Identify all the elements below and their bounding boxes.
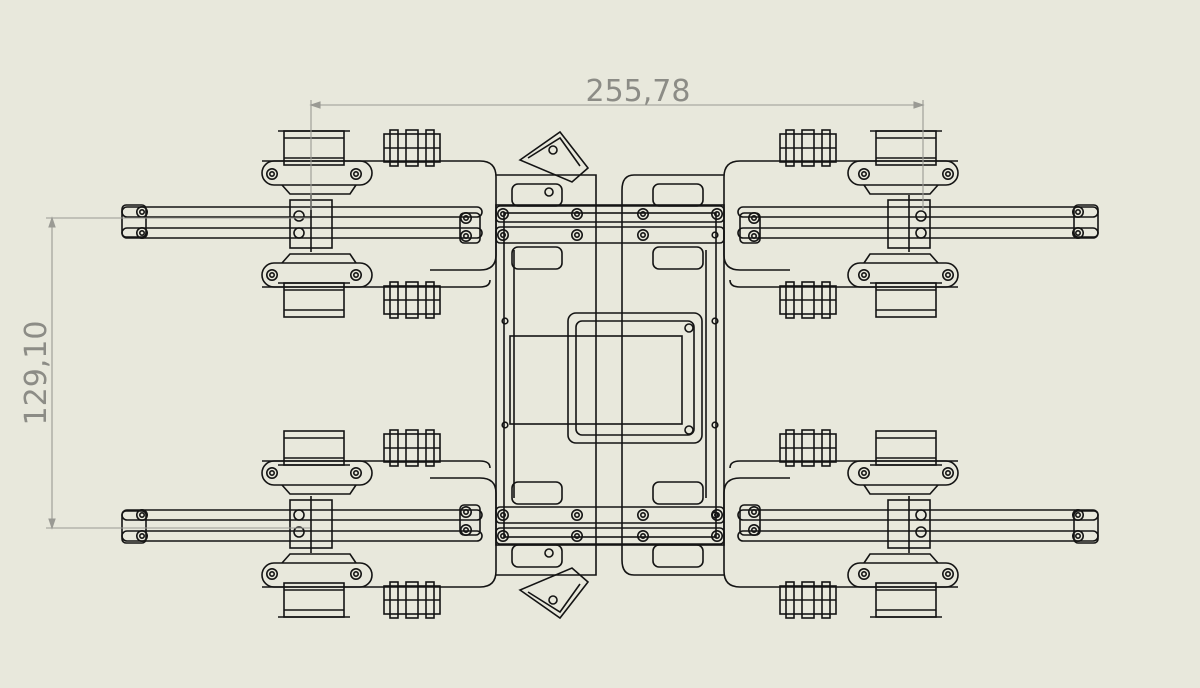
leg-front-left: [121, 129, 497, 319]
dimension-horizontal: 255,78: [309, 74, 925, 210]
electronics-box: [567, 312, 703, 444]
battery-pack: [509, 335, 683, 425]
leg-rear-left: [122, 430, 496, 618]
leg-front-right: [724, 130, 1098, 318]
dimension-vertical-label: 129,10: [19, 321, 54, 426]
leg-rear-right: [724, 430, 1098, 618]
chassis: [495, 130, 725, 620]
dimension-vertical: 129,10: [19, 216, 310, 530]
dimension-horizontal-label: 255,78: [586, 74, 691, 109]
